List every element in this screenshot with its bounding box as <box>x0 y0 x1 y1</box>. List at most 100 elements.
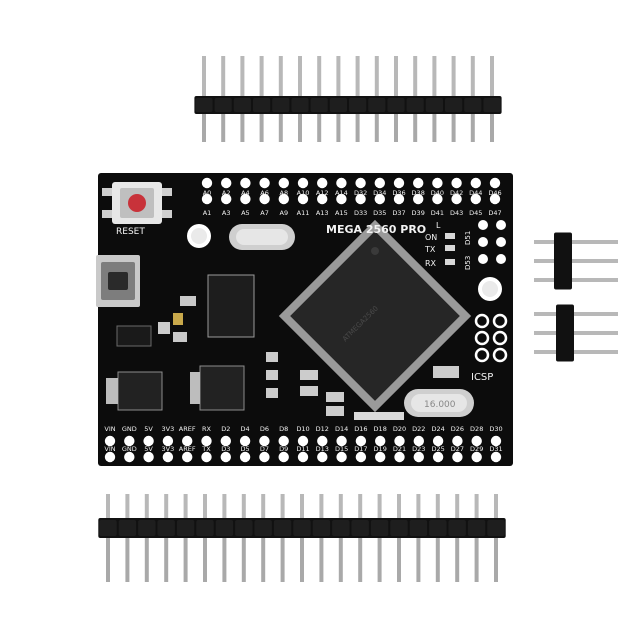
pad <box>490 451 502 463</box>
header-pin <box>435 494 440 518</box>
header-pin <box>432 56 437 96</box>
pad <box>317 177 328 189</box>
components <box>106 274 459 420</box>
header-pin <box>298 114 302 142</box>
header-segment <box>390 520 408 536</box>
pad <box>355 435 367 447</box>
pin-label: D4 <box>241 425 250 433</box>
header-pin <box>455 538 460 582</box>
header-segment <box>293 520 311 536</box>
header-pin <box>455 494 460 518</box>
board-title: MEGA 2560 PRO <box>326 223 426 236</box>
header-pin <box>490 56 494 96</box>
pad <box>478 254 488 264</box>
crystal-bottom: 16.000 <box>404 389 474 417</box>
header-pin <box>144 494 149 518</box>
header-pin <box>203 538 207 582</box>
pin-label: D26 <box>451 425 464 433</box>
pin-label: D42 <box>450 189 463 197</box>
pad <box>259 435 270 447</box>
pin-label: D22 <box>412 425 425 433</box>
header-pin <box>338 538 343 582</box>
pad <box>478 220 488 230</box>
pin-label: A11 <box>297 209 310 217</box>
header-pin <box>240 56 245 96</box>
pin-label: D35 <box>373 209 386 217</box>
header-pin <box>183 538 188 582</box>
header-segment <box>196 520 214 536</box>
header-pin <box>319 494 324 518</box>
pad <box>413 451 424 463</box>
header-pin <box>144 538 149 582</box>
pad <box>278 177 289 189</box>
pin-header-bottom <box>98 494 506 582</box>
pin-label: D17 <box>354 445 367 453</box>
pin-label: D45 <box>469 209 482 217</box>
header-pin <box>317 114 322 142</box>
header-segment <box>445 98 463 112</box>
mcu-chip <box>278 219 472 413</box>
pad-column-right <box>478 220 506 264</box>
pad <box>374 193 385 205</box>
pin-label: D2 <box>221 425 230 433</box>
pad <box>394 435 405 447</box>
pad <box>355 193 366 205</box>
pad <box>336 177 347 189</box>
pin-label: A2 <box>222 189 231 197</box>
pad <box>221 193 232 205</box>
pin-label: GND <box>122 425 137 433</box>
status-leds <box>445 233 455 265</box>
pad <box>470 177 481 189</box>
pad <box>413 177 424 189</box>
pin-label: D12 <box>316 425 329 433</box>
pad <box>336 451 347 463</box>
header-pin <box>432 114 437 142</box>
pin-header-small-2 <box>534 304 618 362</box>
header-pin <box>164 494 169 518</box>
pin-label: AREF <box>179 425 196 433</box>
pad <box>278 193 289 205</box>
pad <box>452 451 463 463</box>
header-segment <box>448 520 466 536</box>
pad <box>432 435 444 447</box>
micro-usb-port <box>96 255 140 307</box>
pin-label: A6 <box>260 189 269 197</box>
pin-label: D37 <box>392 209 405 217</box>
header-pin <box>221 56 226 96</box>
header-pin <box>474 494 479 518</box>
pad <box>375 435 386 447</box>
header-pin <box>534 312 618 316</box>
header-pin <box>355 56 360 96</box>
reset-button <box>102 182 172 224</box>
header-pin <box>278 56 283 96</box>
pin-label: A9 <box>280 209 289 217</box>
header-pin <box>494 494 498 518</box>
header-segment <box>429 520 447 536</box>
pad <box>496 254 506 264</box>
header-pin <box>202 56 206 96</box>
header-pin <box>534 331 618 335</box>
crystal-label: 16.000 <box>424 400 456 410</box>
header-segment <box>409 520 428 536</box>
header-segment <box>195 98 213 112</box>
header-pin <box>435 538 440 582</box>
pad <box>162 435 174 447</box>
pad <box>432 177 443 189</box>
header-pin <box>280 494 285 518</box>
pad <box>182 435 193 447</box>
pin-label: A10 <box>297 189 310 197</box>
header-pin <box>203 494 207 518</box>
pad <box>474 313 490 329</box>
header-pin <box>222 538 227 582</box>
header-segment <box>214 98 232 112</box>
header-pin <box>202 114 206 142</box>
header-segment <box>351 520 369 536</box>
side-label-d51: D51 <box>464 231 472 245</box>
header-segment <box>406 98 424 112</box>
pad <box>104 451 116 463</box>
header-pin <box>534 278 618 282</box>
pin-label: VIN <box>104 445 115 453</box>
header-body <box>554 232 572 290</box>
